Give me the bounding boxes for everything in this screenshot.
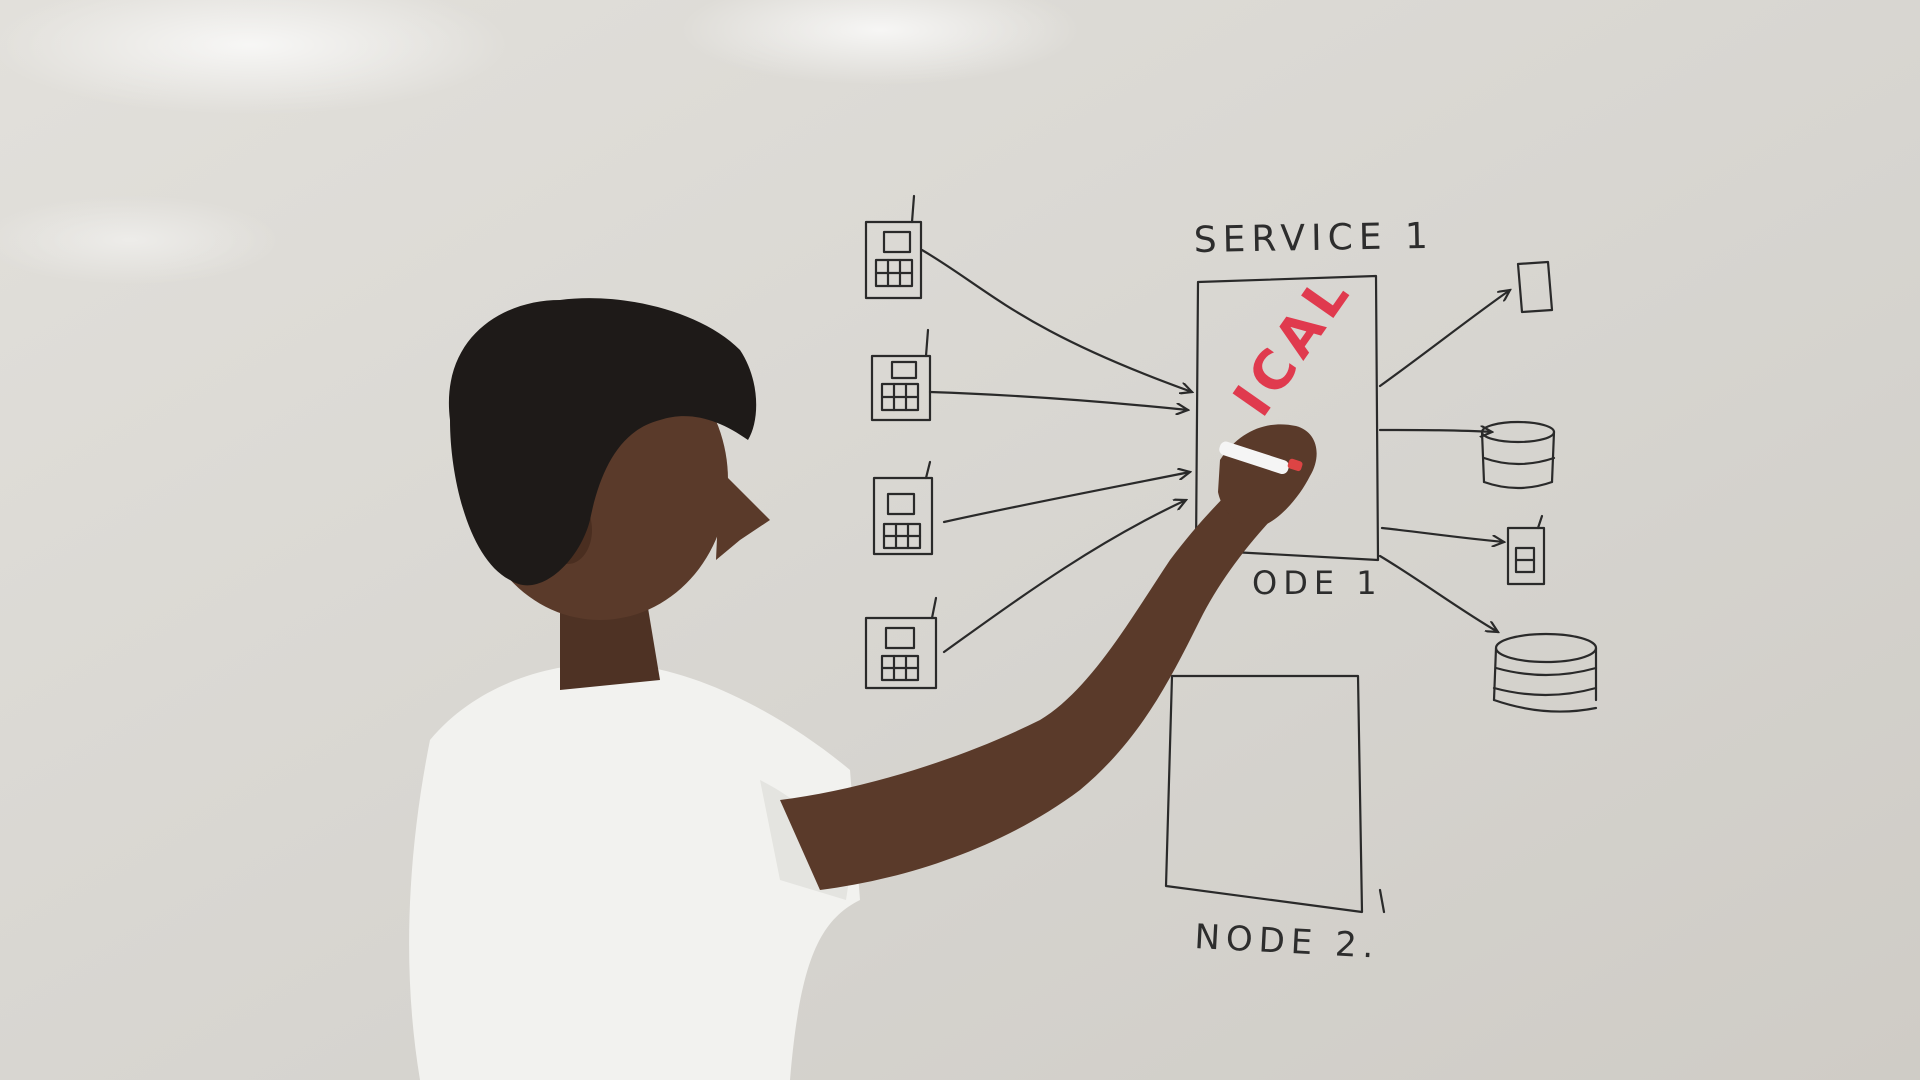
- database-icon: [1492, 632, 1598, 713]
- light-glare: [0, 0, 510, 115]
- node-2-box: [1164, 674, 1364, 914]
- presenter-shirt: [409, 663, 860, 1080]
- presenter-arm: [780, 460, 1290, 890]
- device-icon: [1516, 260, 1554, 314]
- presenter: [409, 298, 1317, 1080]
- node-1-box: [1194, 274, 1380, 562]
- client-phone-2: [870, 328, 932, 422]
- database-icon: [1480, 420, 1556, 490]
- node-1-label: ODE 1: [1252, 564, 1383, 602]
- light-glare: [680, 0, 1080, 85]
- light-glare: [0, 195, 280, 285]
- arrow-in-4: [942, 500, 1186, 654]
- node-2-label: NODE 2.: [1194, 917, 1381, 967]
- client-phone-1: [864, 194, 923, 300]
- arrow-out-4: [1378, 554, 1498, 632]
- arrow-out-1: [1378, 290, 1510, 388]
- presenter-hair: [448, 298, 757, 586]
- arrow-in-2: [928, 390, 1188, 410]
- client-phone-3: [872, 460, 934, 556]
- arrow-in-3: [942, 472, 1190, 524]
- marker-pen: [1219, 441, 1289, 475]
- service-label: SERVICE 1: [1193, 216, 1434, 261]
- client-phone-4: [864, 596, 938, 690]
- arrow-out-3: [1380, 526, 1504, 542]
- arrow-in-1: [920, 248, 1192, 392]
- phone-icon: [1506, 514, 1546, 586]
